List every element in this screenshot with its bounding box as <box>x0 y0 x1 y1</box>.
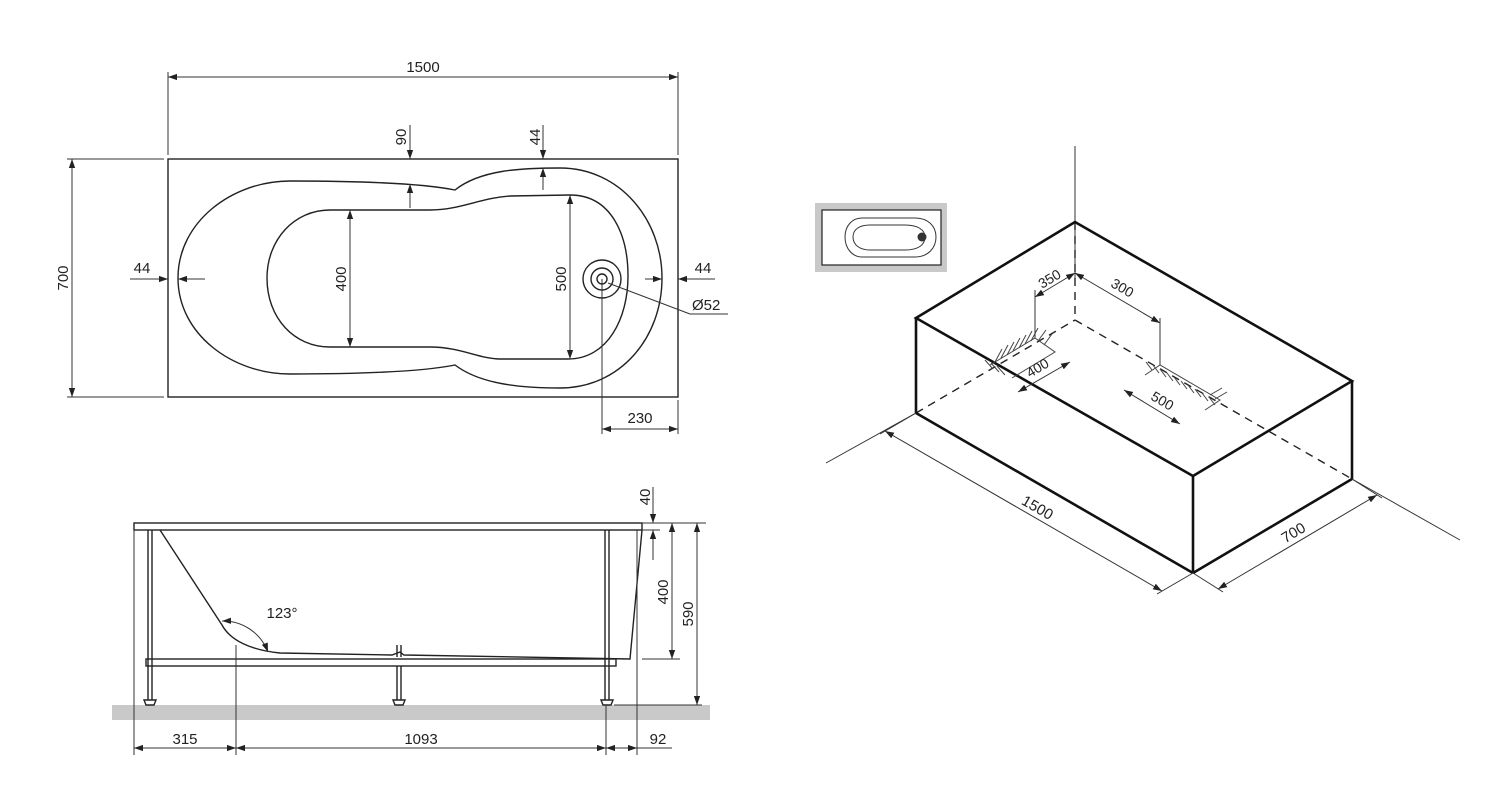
dim-rim-top-right-label: 44 <box>527 129 544 146</box>
tub-shell-profile <box>159 529 643 660</box>
dim-line-iso-400 <box>1017 361 1071 393</box>
dim-angle-label: 123° <box>266 605 297 622</box>
iso-view: 350 300 400 500 1500 700 <box>815 146 1461 595</box>
dim-depth-label: 400 <box>655 579 672 604</box>
iso-box-top <box>913 220 1355 478</box>
tub-thumbnail <box>815 203 947 272</box>
hatch-area-right <box>1144 361 1228 411</box>
dim-iso-700-label: 700 <box>1279 519 1309 546</box>
plan-view: 1500 700 44 44 90 44 400 500 Ø52 <box>55 59 728 434</box>
dim-drain-label: Ø52 <box>692 297 720 314</box>
dim-rim-left-label: 44 <box>134 260 151 277</box>
dim-1093-label: 1093 <box>404 731 437 748</box>
floor-strip <box>112 705 710 720</box>
dim-40-label: 40 <box>637 489 654 506</box>
dim-width-label: 700 <box>55 265 72 290</box>
dim-500-label: 500 <box>553 266 570 291</box>
dim-line-300 <box>1074 272 1161 324</box>
dim-line-350 <box>1034 272 1076 298</box>
tub-inner-bottom <box>266 194 629 360</box>
dim-350-label: 350 <box>1035 266 1063 292</box>
dim-total-height-label: 590 <box>680 601 697 626</box>
dim-300-label: 300 <box>1108 275 1136 301</box>
dim-400-label: 400 <box>333 266 350 291</box>
dim-line-iso-500 <box>1123 389 1181 425</box>
dim-230-label: 230 <box>627 410 652 427</box>
dim-iso-500-label: 500 <box>1148 388 1176 414</box>
dim-line-iso-1500 <box>884 430 1163 592</box>
dim-rim-right-label: 44 <box>695 260 712 277</box>
dim-315-label: 315 <box>172 731 197 748</box>
dim-92-label: 92 <box>650 731 667 748</box>
dim-line-iso-700 <box>1217 494 1378 590</box>
side-view: 123° 40 400 590 315 1093 92 <box>112 487 710 755</box>
frame-bottom-bar <box>145 658 617 667</box>
tub-outer-bowl <box>177 167 663 389</box>
tub-rim <box>133 522 643 531</box>
angle-arc <box>221 617 269 653</box>
dim-length-label: 1500 <box>406 59 439 76</box>
dim-iso-400-label: 400 <box>1023 355 1051 381</box>
dim-rim-top-label: 90 <box>393 129 410 146</box>
